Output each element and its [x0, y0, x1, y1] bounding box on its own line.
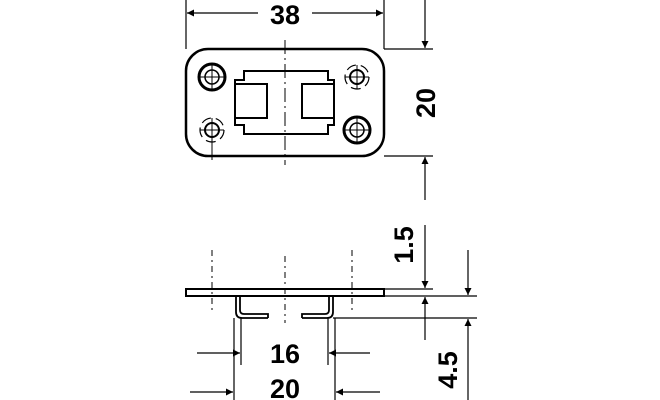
top-view: [184, 0, 433, 200]
left-slot: [234, 83, 268, 119]
right-slot: [301, 83, 335, 119]
hole-bottom-right: [342, 115, 372, 145]
hole-top-left: [197, 62, 227, 92]
height-dimension: [384, 0, 433, 200]
hole-bottom-left: [199, 117, 225, 160]
inner-width-dimension: [197, 318, 370, 365]
hole-center-lines: [211, 250, 353, 323]
height-label: 20: [411, 88, 441, 118]
plate-side: [185, 288, 385, 297]
outer-width-dimension: [190, 318, 380, 400]
hole-top-right: [344, 64, 370, 90]
inner-width-label: 16: [270, 339, 300, 369]
overall-height-label: 4.5: [433, 351, 463, 389]
thickness-label: 1.5: [389, 226, 419, 264]
bracket-left: [235, 296, 269, 319]
width-dimension: [185, 0, 385, 49]
center-cutout: [234, 70, 335, 135]
outer-width-label: 20: [270, 374, 300, 400]
overall-height-dimension: [333, 250, 477, 400]
width-label: 38: [270, 0, 300, 30]
side-view: [185, 225, 477, 400]
bracket-right: [301, 296, 334, 319]
